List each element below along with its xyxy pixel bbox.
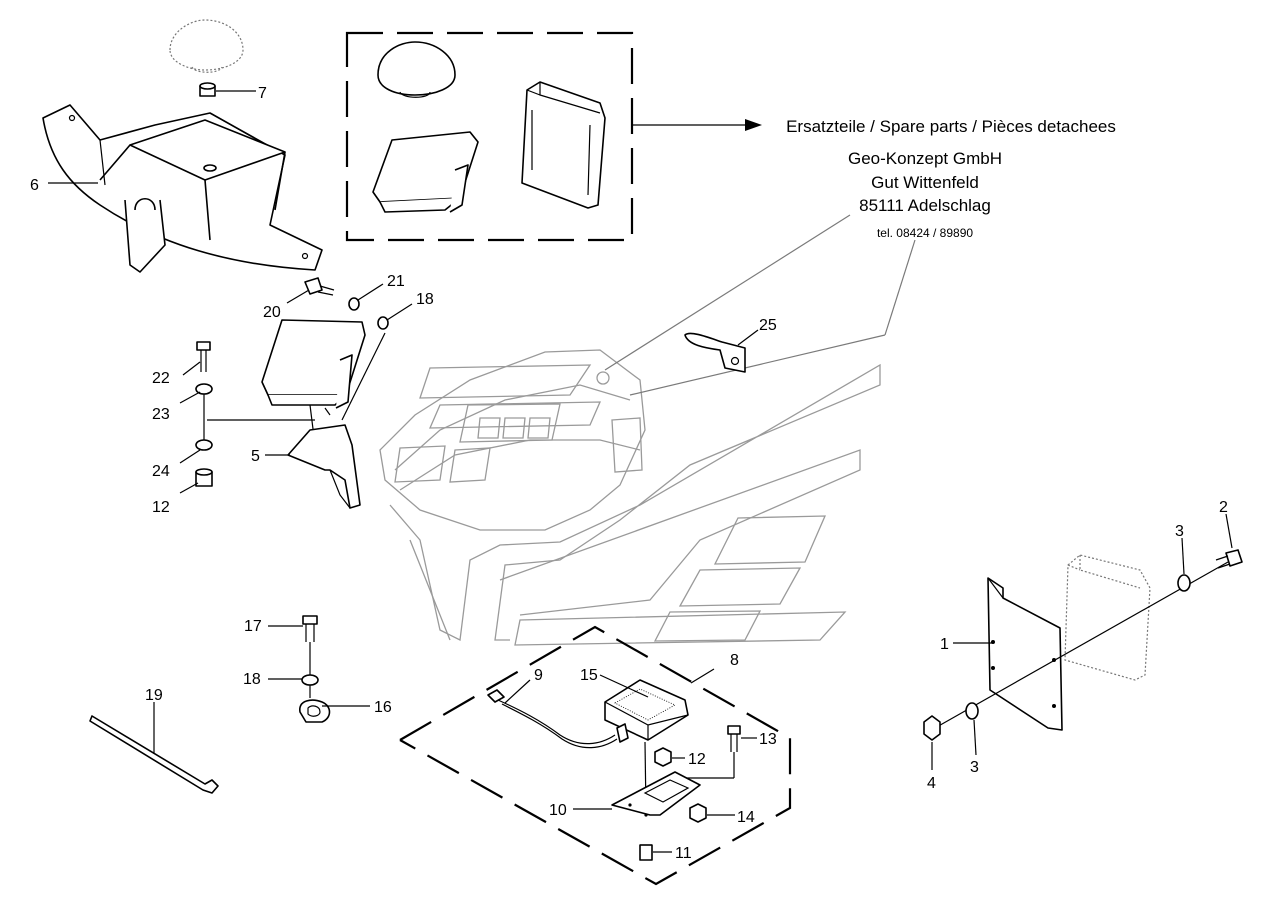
callout-6: 6 xyxy=(30,177,39,194)
display-unit-5 xyxy=(207,319,386,509)
callout-8: 8 xyxy=(730,652,739,669)
callout-3-top: 3 xyxy=(1175,523,1184,540)
controller-box-spare xyxy=(521,81,606,209)
leader-to-cab-3 xyxy=(629,334,886,396)
nut-4 xyxy=(923,715,941,770)
controller-ghost-right xyxy=(1064,554,1151,681)
spare-parts-info: Ersatzteile / Spare parts / Pièces detac… xyxy=(786,117,1116,240)
kit-8 xyxy=(399,625,792,886)
bracket-6 xyxy=(42,104,323,273)
callout-22: 22 xyxy=(152,370,170,387)
washer-18-left xyxy=(268,674,319,698)
callout-numbers: 1 2 3 3 4 5 6 7 8 9 10 11 12 12 13 14 15… xyxy=(30,85,1228,862)
bolt-2 xyxy=(1215,513,1243,569)
nut-14 xyxy=(689,803,735,823)
callout-1: 1 xyxy=(940,636,949,653)
callout-7: 7 xyxy=(258,85,267,102)
address-line-1: Gut Wittenfeld xyxy=(871,173,979,192)
callout-18-top: 18 xyxy=(416,291,434,308)
callout-5: 5 xyxy=(251,448,260,465)
cable-tie-19 xyxy=(89,702,219,794)
tractor-cab-ghost xyxy=(379,349,881,646)
callout-18-left: 18 xyxy=(243,671,261,688)
bracket-25 xyxy=(684,329,759,373)
callout-13: 13 xyxy=(759,731,777,748)
callout-12-left: 12 xyxy=(152,499,170,516)
callout-19: 19 xyxy=(145,687,163,704)
callout-3-bottom: 3 xyxy=(970,759,979,776)
nut-12-left xyxy=(179,468,213,494)
washer-3-top xyxy=(1177,537,1191,592)
nut-7 xyxy=(199,82,256,97)
washer-21 xyxy=(348,283,384,311)
callout-25: 25 xyxy=(759,317,777,334)
display-unit-spare xyxy=(372,131,479,213)
bolt-11 xyxy=(639,844,672,861)
bolt-17 xyxy=(268,615,318,675)
phone-number: tel. 08424 / 89890 xyxy=(877,226,973,240)
leader-to-cab-2 xyxy=(884,239,916,336)
assembly-axis-right xyxy=(934,561,1229,729)
callout-12-bottom: 12 xyxy=(688,751,706,768)
callout-14: 14 xyxy=(737,809,755,826)
washer-24 xyxy=(179,439,213,464)
callout-17: 17 xyxy=(244,618,262,635)
callout-23: 23 xyxy=(152,406,170,423)
spare-parts-box xyxy=(345,31,634,242)
spare-parts-heading: Ersatzteile / Spare parts / Pièces detac… xyxy=(786,117,1116,136)
washer-23 xyxy=(179,383,213,440)
callout-20: 20 xyxy=(263,304,281,321)
bolt-22 xyxy=(182,341,211,376)
leader-to-cab-1 xyxy=(604,214,851,371)
callout-9: 9 xyxy=(534,667,543,684)
bolt-20 xyxy=(286,277,335,304)
washer-3-bottom xyxy=(965,702,979,756)
callout-10: 10 xyxy=(549,802,567,819)
callout-11: 11 xyxy=(675,845,692,862)
nut-12-bottom xyxy=(654,747,685,767)
bracket-10 xyxy=(573,771,701,817)
sensor-cable-9 xyxy=(487,679,618,749)
callout-24: 24 xyxy=(152,463,170,480)
clamp-16 xyxy=(299,699,370,723)
callout-16: 16 xyxy=(374,699,392,716)
cap-spare xyxy=(377,41,456,98)
housing-15 xyxy=(599,674,689,813)
callout-15: 15 xyxy=(580,667,598,684)
cap-ghost-top xyxy=(169,19,244,73)
callout-2: 2 xyxy=(1219,499,1228,516)
spare-parts-arrow xyxy=(633,119,762,131)
address-line-2: 85111 Adelschlag xyxy=(859,196,991,215)
callout-4: 4 xyxy=(927,775,936,792)
company-name: Geo-Konzept GmbH xyxy=(848,149,1002,168)
bolt-13 xyxy=(685,725,757,779)
callout-21: 21 xyxy=(387,273,405,290)
washer-18-top xyxy=(377,303,413,330)
